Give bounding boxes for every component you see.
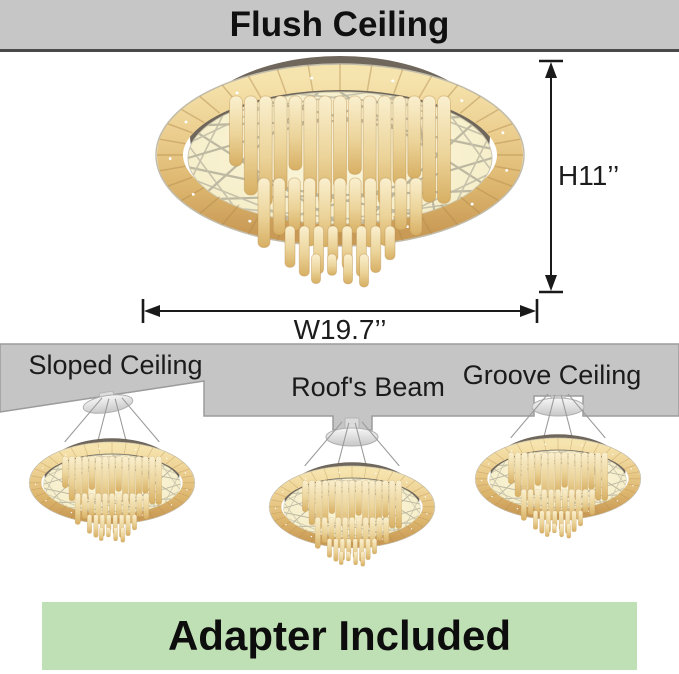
header-banner: Flush Ceiling [0,0,679,52]
pendant-sloped [29,398,195,542]
mount-option-roofs-beam: Roof's Beam [291,372,445,402]
mount-option-groove-ceiling: Groove Ceiling [462,360,642,390]
adapter-banner: Adapter Included [42,602,637,670]
main-chandelier [156,56,524,287]
height-dimension-label: H11’’ [558,160,620,191]
height-dimension [539,59,563,294]
page-title: Flush Ceiling [229,4,450,44]
mount-option-sloped-ceiling: Sloped Ceiling [28,350,203,380]
ceiling-band [0,343,679,431]
adapter-banner-text: Adapter Included [167,612,512,659]
width-dimension-label: W19.7’’ [293,314,387,345]
canopy-groove [531,395,585,417]
width-dimension [141,299,539,323]
canopy-beam [325,417,379,447]
